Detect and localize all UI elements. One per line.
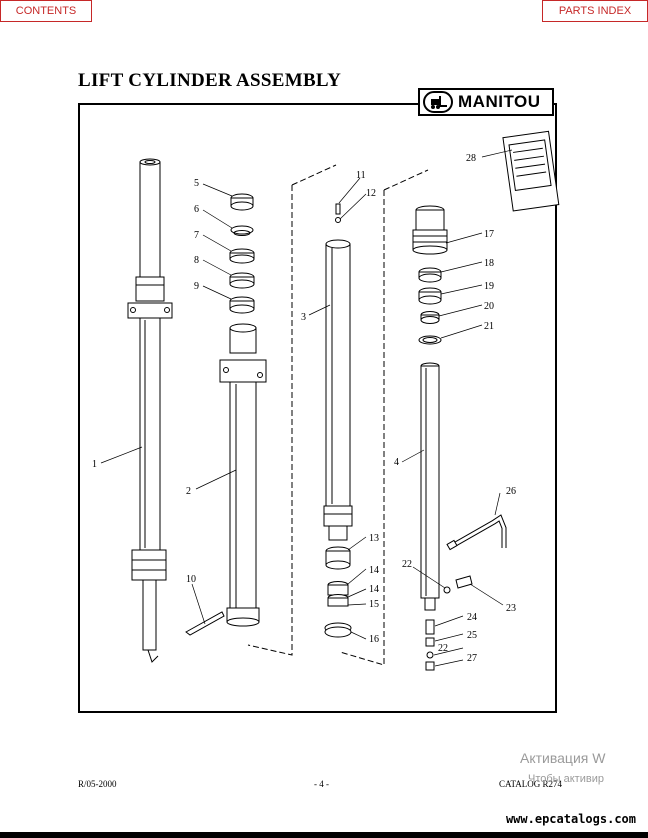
callout-26: 26: [506, 486, 516, 497]
callout-17: 17: [484, 229, 494, 240]
parts-22-26: [425, 575, 473, 671]
activation-watermark: Активация W: [520, 750, 606, 766]
part-4-inner-rod: [420, 362, 440, 611]
rings-5-9: [229, 193, 255, 314]
callout-9: 9: [194, 281, 199, 292]
callout-12: 12: [366, 188, 376, 199]
callout-23: 23: [506, 603, 516, 614]
callout-19: 19: [484, 281, 494, 292]
seals-18-21: [418, 267, 442, 345]
callout-16: 16: [369, 634, 379, 645]
callout-20: 20: [484, 301, 494, 312]
callout-14: 14: [369, 565, 379, 576]
page-number: - 4 -: [314, 779, 329, 789]
callout-18: 18: [484, 258, 494, 269]
callout-22: 22: [402, 559, 412, 570]
part-28-decal: [502, 130, 560, 212]
diagram-frame: [78, 103, 557, 713]
callout-10: 10: [186, 574, 196, 585]
page-title: LIFT CYLINDER ASSEMBLY: [78, 70, 342, 91]
parts-index-button[interactable]: PARTS INDEX: [542, 0, 648, 22]
callout-24: 24: [467, 612, 477, 623]
callout-13: 13: [369, 533, 379, 544]
callout-6: 6: [194, 204, 199, 215]
callout-4: 4: [394, 457, 399, 468]
callout-labels: 1234567891011121314141516171819202122222…: [92, 153, 516, 664]
part-2-cylinder: [219, 323, 267, 627]
callout-3: 3: [301, 312, 306, 323]
callout-8: 8: [194, 255, 199, 266]
callout-7: 7: [194, 230, 199, 241]
callout-1: 1: [92, 459, 97, 470]
callout-22: 22: [438, 643, 448, 654]
site-url[interactable]: www.epcatalogs.com: [505, 812, 636, 826]
part-17-cylinder-head: [412, 205, 448, 255]
callout-28: 28: [466, 153, 476, 164]
callout-25: 25: [467, 630, 477, 641]
forklift-icon: [423, 91, 453, 113]
callout-15: 15: [369, 599, 379, 610]
callout-11: 11: [356, 170, 366, 181]
callout-14: 14: [369, 584, 379, 595]
callout-27: 27: [467, 653, 477, 664]
catalog-number: CATALOG R274: [499, 779, 563, 789]
callout-2: 2: [186, 486, 191, 497]
callout-5: 5: [194, 178, 199, 189]
part-1-outer-cylinder: [127, 158, 173, 663]
parts-13-16: [324, 546, 352, 638]
bottom-border: [0, 832, 648, 838]
part-3-middle-tube: [323, 239, 353, 541]
manitou-logo: MANITOU: [418, 88, 554, 116]
activation-watermark-subtitle: Чтобы активир: [528, 773, 604, 785]
logo-text: MANITOU: [458, 92, 541, 111]
revision-date: R/05-2000: [78, 779, 117, 789]
contents-button[interactable]: CONTENTS: [0, 0, 92, 22]
callout-21: 21: [484, 321, 494, 332]
